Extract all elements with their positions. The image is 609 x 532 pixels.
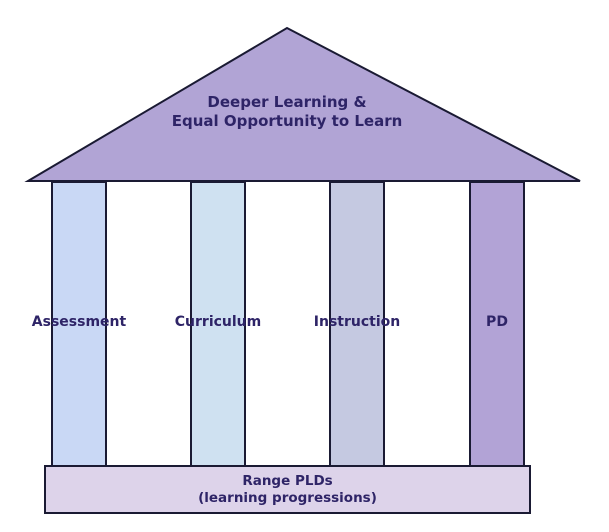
pillar-assessment <box>51 181 107 467</box>
pillar-instruction <box>329 181 385 467</box>
roof-title-line2: Equal Opportunity to Learn <box>171 112 403 130</box>
base-label-line1: Range PLDs <box>242 472 333 489</box>
roof-triangle-shape <box>24 26 581 182</box>
pillar-label-assessment: Assessment <box>31 314 127 330</box>
pillar-label-pd: PD <box>486 314 508 330</box>
base-plinth: Range PLDs (learning progressions) <box>44 465 531 514</box>
roof-title: Deeper Learning & Equal Opportunity to L… <box>172 93 403 131</box>
roof-triangle <box>24 26 581 182</box>
base-label-line2: (learning progressions) <box>198 489 377 506</box>
pillar-label-instruction: Instruction <box>313 314 401 330</box>
pillar-pd <box>469 181 525 467</box>
pillar-label-curriculum: Curriculum <box>174 314 262 330</box>
roof-title-line1: Deeper Learning & <box>207 93 367 111</box>
